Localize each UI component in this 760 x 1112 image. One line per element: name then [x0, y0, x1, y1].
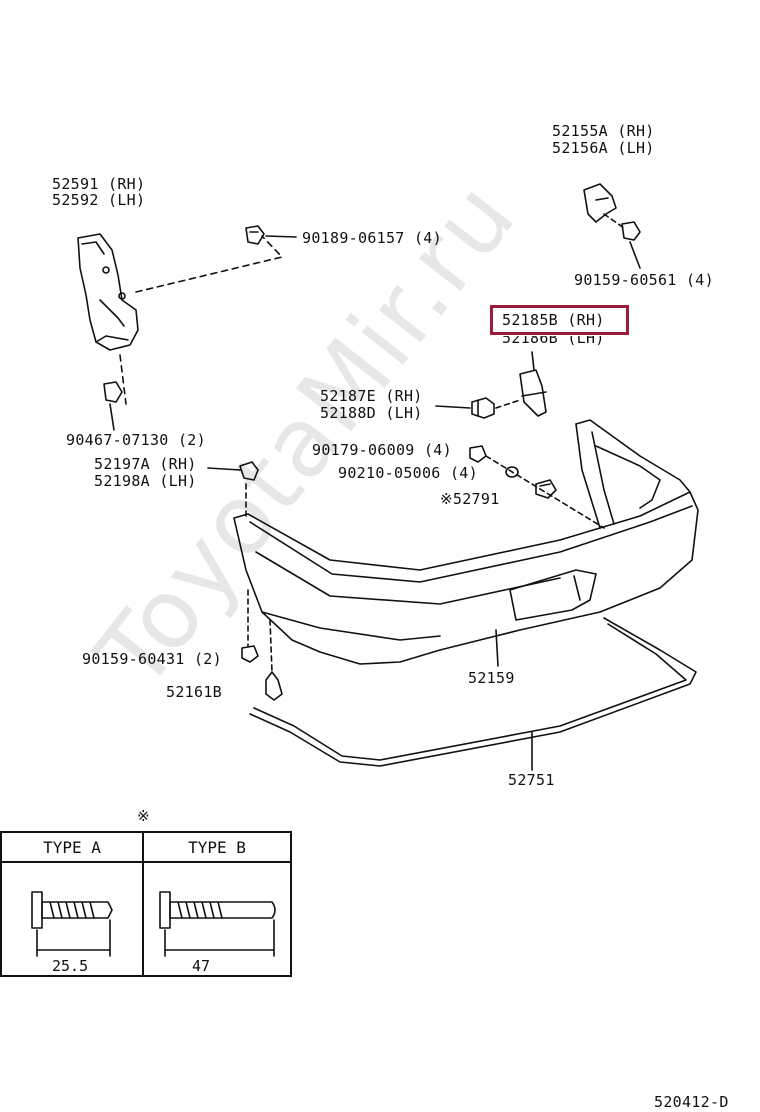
clip-90189	[245, 225, 297, 245]
label-90210-05006: 90210-05006 (4)	[338, 464, 478, 482]
bolt-90179	[469, 445, 487, 463]
label-90179-06009: 90179-06009 (4)	[312, 441, 452, 459]
label-52156a: 52156A (LH)	[552, 139, 655, 157]
label-52592: 52592 (LH)	[52, 191, 146, 209]
washer-90210	[505, 466, 519, 478]
label-52751: 52751	[508, 771, 555, 789]
side-bracket-part	[77, 233, 139, 351]
type-b-dimension: 47	[192, 957, 211, 975]
pin-52791	[535, 479, 557, 499]
figure-code: 520412-D	[654, 1093, 729, 1111]
fastener-90159-60431	[241, 589, 259, 663]
bolt-type-table: TYPE A TYPE B 25.5 47	[0, 831, 292, 977]
label-52791: ※52791	[440, 490, 500, 508]
label-52197a: 52197A (RH)	[94, 455, 197, 473]
seal-strip-52751	[249, 617, 697, 771]
type-a-bolt-drawing	[31, 891, 113, 957]
bumper-cover-52159	[233, 419, 699, 667]
type-b-header: TYPE B	[144, 833, 290, 863]
type-a-header: TYPE A	[2, 833, 142, 863]
label-52188d: 52188D (LH)	[320, 404, 423, 422]
label-52155a: 52155A (RH)	[552, 122, 655, 140]
label-52161b: 52161B	[166, 683, 222, 701]
clip-52161	[265, 619, 283, 701]
retainer-52155	[583, 183, 641, 269]
label-52185b: 52185B (RH)	[502, 311, 605, 329]
label-90467-07130: 90467-07130 (2)	[66, 431, 206, 449]
label-52198a: 52198A (LH)	[94, 472, 197, 490]
label-52591: 52591 (RH)	[52, 175, 146, 193]
label-52159: 52159	[468, 669, 515, 687]
table-note-mark: ※	[137, 807, 150, 825]
label-52187e: 52187E (RH)	[320, 387, 423, 405]
highlight-box	[490, 305, 629, 335]
type-a-dimension: 25.5	[52, 957, 89, 975]
fastener-90467	[103, 381, 123, 431]
clip-52197	[207, 461, 259, 481]
label-90189-06157: 90189-06157 (4)	[302, 229, 442, 247]
type-b-bolt-drawing	[159, 891, 276, 957]
label-90159-60561: 90159-60561 (4)	[574, 271, 714, 289]
table-divider	[142, 833, 144, 975]
grommet-52187	[435, 397, 495, 419]
bracket-52185	[519, 351, 547, 417]
label-90159-60431: 90159-60431 (2)	[82, 650, 222, 668]
label-52186b: 52186B (LH)	[502, 329, 605, 347]
